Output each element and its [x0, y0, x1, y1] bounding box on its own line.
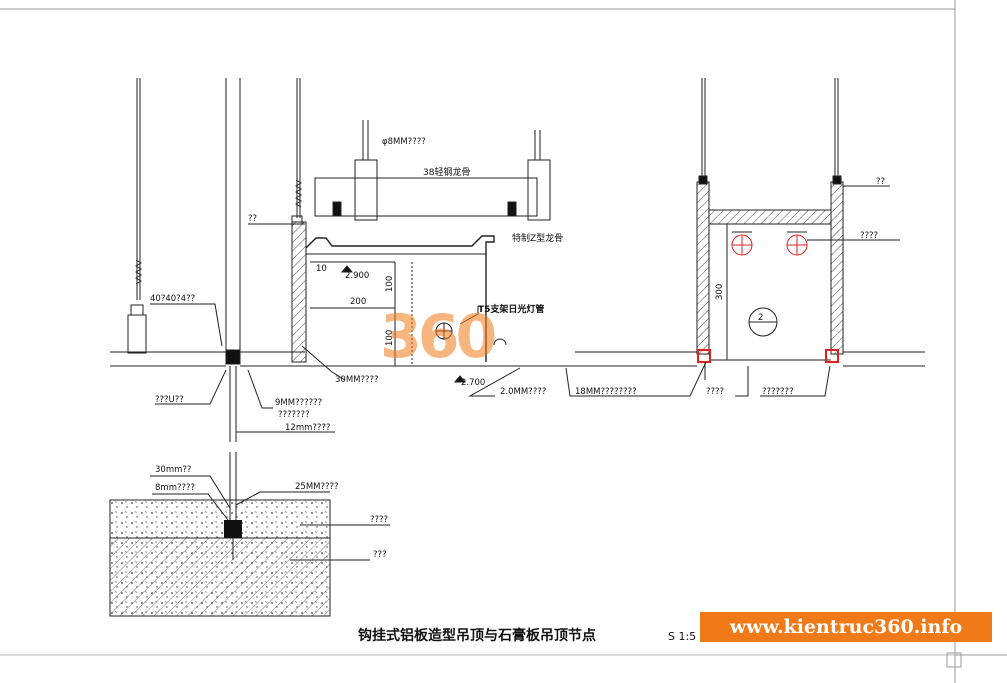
floor-section [109, 475, 390, 617]
hanger-clip [127, 314, 147, 354]
label-main-runner: 38轻钢龙骨 [423, 166, 470, 178]
right-labels: ?? ???? 300 2 18MM???????? ???? ??????? [575, 177, 885, 397]
gypsum-box-right [830, 181, 844, 355]
label-dim-10: 10 [316, 264, 327, 274]
u-channel [225, 349, 241, 365]
drawing-title: 钩挂式铝板造型吊顶与石膏板吊顶节点 [358, 627, 596, 644]
label-elev-2700: 2.700 [461, 378, 485, 388]
label-wall-tag: ?? [248, 214, 257, 224]
label-sprinkler: ???? [860, 231, 878, 241]
label-mm8: 8mm???? [155, 483, 195, 493]
label-mm18: 18MM???????? [575, 387, 637, 397]
right-section-detail [575, 78, 925, 397]
label-dim-100b: 100 [385, 330, 395, 346]
label-dim-300: 300 [715, 284, 725, 300]
label-elev-2900: 2.900 [345, 271, 369, 281]
gypsum-box-top [708, 209, 832, 225]
label-phi8-rod: φ8MM???? [382, 137, 426, 147]
title-block: 钩挂式铝板造型吊顶与石膏板吊顶节点 S 1:5 [358, 627, 696, 644]
label-dim-100a: 100 [385, 276, 395, 292]
watermark-logo: 360 [380, 302, 497, 372]
label-mm25: 25MM???? [295, 482, 339, 492]
gypsum-wall [291, 221, 307, 363]
label-circle-no: 2 [758, 313, 763, 323]
label-bottom-a: ???? [706, 387, 724, 397]
z-runner [305, 235, 495, 362]
label-dim-200: 200 [350, 297, 366, 307]
main-runner [314, 177, 538, 217]
label-mm2: 2.0MM???? [500, 387, 546, 397]
label-mm30: 30MM???? [335, 375, 379, 385]
label-layer1: ???? [370, 515, 388, 525]
website-watermark: www.kientruc360.info [700, 612, 992, 642]
label-angle-40: 40?40?4?? [150, 294, 195, 304]
label-top-tag: ?? [876, 177, 885, 187]
label-mm9-a: 9MM?????? [275, 398, 322, 408]
label-u-bracket: ???U?? [155, 395, 184, 405]
label-mm12: 12mm???? [285, 423, 330, 433]
gypsum-box-left [696, 181, 710, 355]
label-z-runner: 特制Z型龙骨 [512, 232, 563, 244]
label-layer2: ??? [373, 550, 387, 560]
label-mm30-b: 30mm?? [155, 465, 191, 475]
left-section-detail [110, 78, 640, 525]
drawing-scale: S 1:5 [668, 630, 696, 643]
label-t5-lamp: T5支架日光灯管 [478, 303, 544, 315]
label-bottom-b: ??????? [762, 387, 794, 397]
left-labels: φ8MM???? 38轻钢龙骨 特制Z型龙骨 2.900 2.700 10 20… [150, 137, 563, 560]
label-mm9-b: ??????? [278, 410, 310, 420]
